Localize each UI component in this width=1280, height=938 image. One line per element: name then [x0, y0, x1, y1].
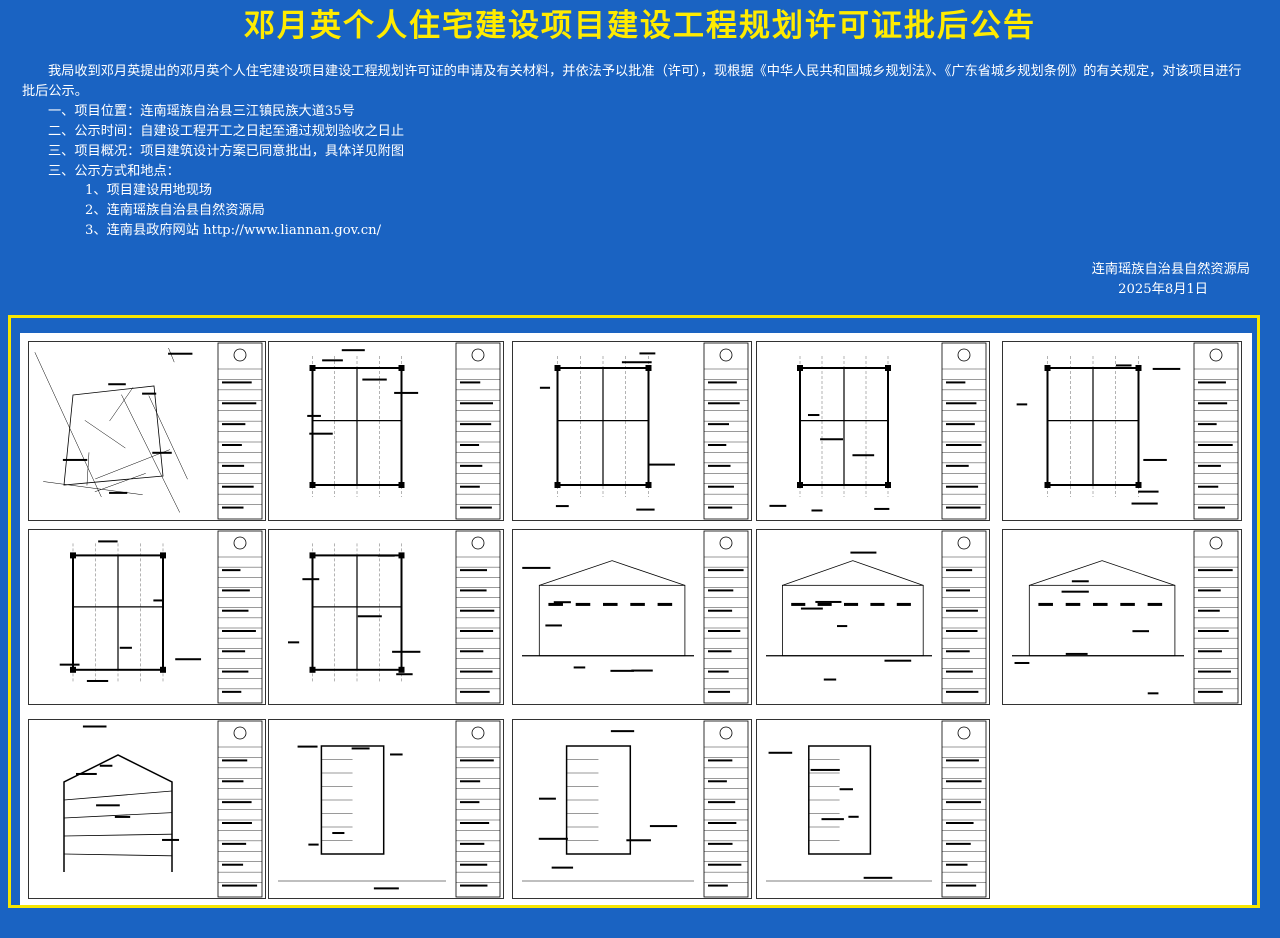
- notice-intro: 我局收到邓月英提出的邓月英个人住宅建设项目建设工程规划许可证的申请及有关材料，并…: [22, 64, 1242, 99]
- foundation-plan-drawing: [268, 341, 504, 521]
- notice-item-methods: 三、公示方式和地点：: [48, 163, 180, 179]
- notice-body: 我局收到邓月英提出的邓月英个人住宅建设项目建设工程规划许可证的申请及有关材料，并…: [22, 62, 1242, 241]
- site-plan-drawing: [28, 341, 266, 521]
- notice-sub-item-bureau: 2、连南瑶族自治县自然资源局: [85, 203, 265, 219]
- rear-elevation-drawing: [1002, 529, 1242, 705]
- stair-detail-drawing: [268, 719, 504, 899]
- roof-plan-drawing: [268, 529, 504, 705]
- signature-org: 连南瑶族自治县自然资源局: [1091, 262, 1250, 277]
- drawings-gallery: [20, 333, 1252, 905]
- side-elevation-drawing: [756, 529, 990, 705]
- notice-item-location: 一、项目位置：连南瑶族自治县三江镇民族大道35号: [48, 103, 355, 119]
- front-elevation-drawing: [512, 529, 752, 705]
- section-drawing: [28, 719, 266, 899]
- fourth-floor-plan-drawing: [28, 529, 266, 705]
- signature-date: 2025年8月1日: [1118, 282, 1208, 297]
- second-floor-plan-drawing: [756, 341, 990, 521]
- notice-item-period: 二、公示时间：自建设工程开工之日起至通过规划验收之日止: [48, 123, 405, 139]
- notice-sub-item-website: 3、连南县政府网站 http://www.liannan.gov.cn/: [85, 223, 382, 239]
- signature-block: 连南瑶族自治县自然资源局 2025年8月1日: [1092, 260, 1250, 300]
- first-floor-plan-drawing: [512, 341, 752, 521]
- drawings-frame: [8, 315, 1260, 908]
- page-title: 邓月英个人住宅建设项目建设工程规划许可证批后公告: [244, 8, 1036, 44]
- notice-item-overview: 三、项目概况：项目建筑设计方案已同意批出，具体详见附图: [48, 143, 405, 159]
- notice-sub-item-site: 1、项目建设用地现场: [85, 183, 213, 199]
- node-detail-drawing: [756, 719, 990, 899]
- stair-section-drawing: [512, 719, 752, 899]
- third-floor-plan-drawing: [1002, 341, 1242, 521]
